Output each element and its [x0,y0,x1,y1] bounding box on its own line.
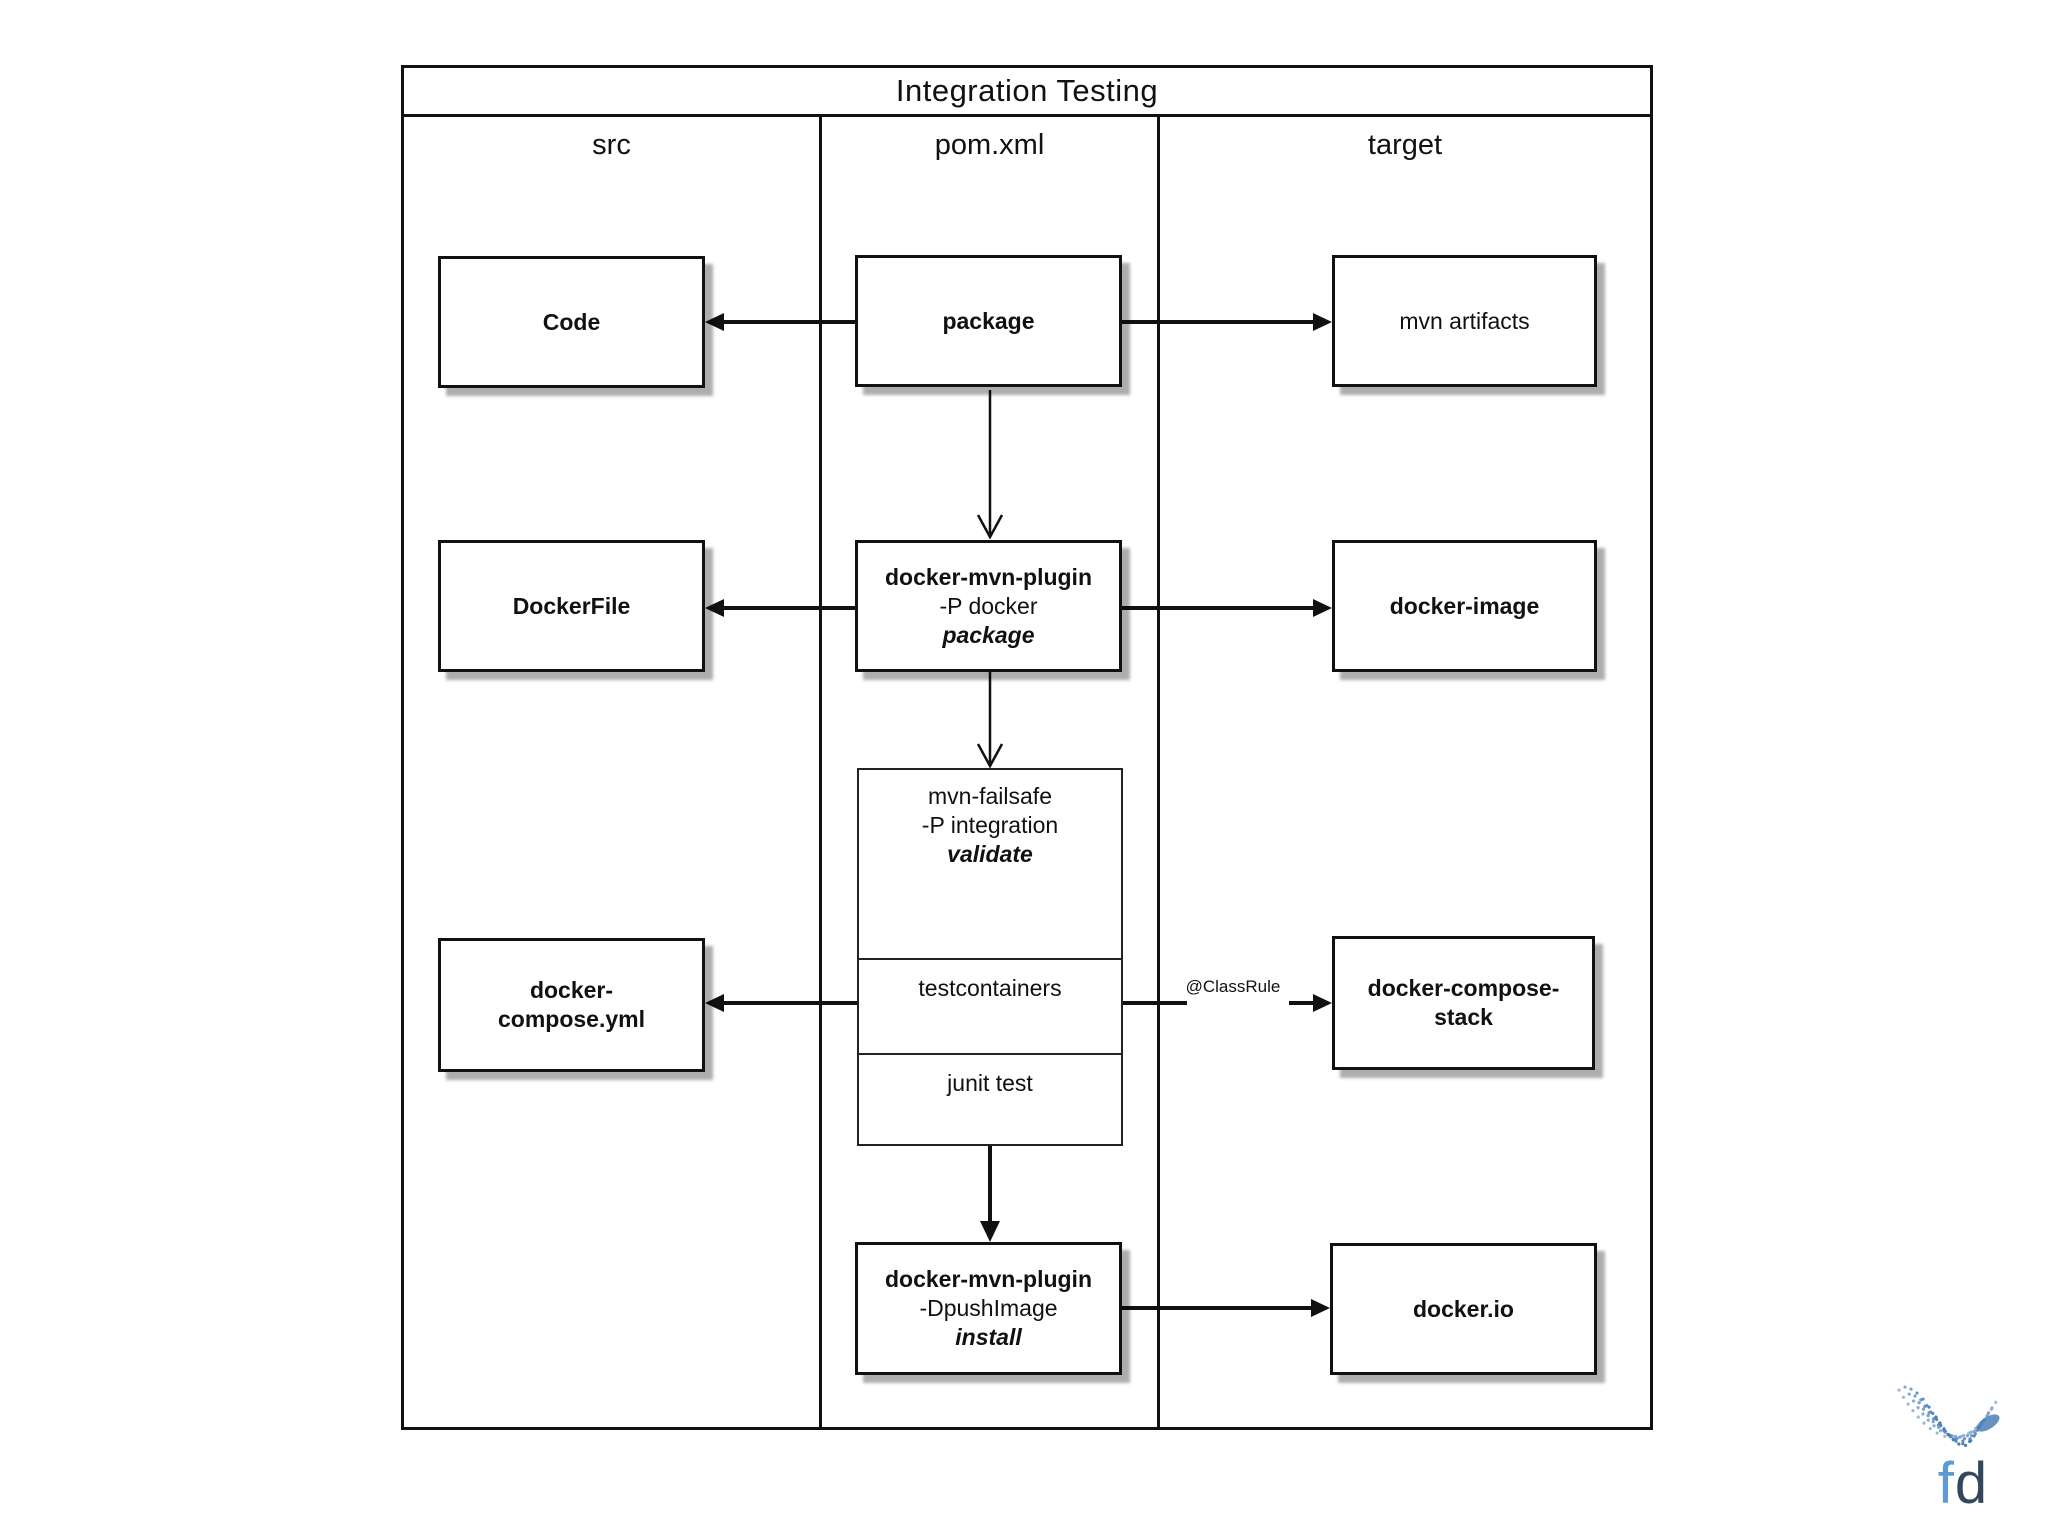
node-docker-image: docker-image [1332,540,1597,672]
node-package: package [855,255,1122,387]
testcontainers-label: testcontainers [918,975,1062,1001]
section-junit-test: junit test [859,1053,1121,1144]
compose-stack-line1: docker-compose- [1367,975,1560,1001]
columns-container: src pom.xml target [404,117,1650,1427]
node-dockerfile: DockerFile [438,540,705,672]
node-docker-compose-yml: docker- compose.yml [438,938,705,1072]
fd-logo-letter-f: f [1937,1451,1955,1516]
section-testcontainers: testcontainers [859,958,1121,1053]
compose-stack-line2: stack [1434,1004,1493,1030]
failsafe-profile: -P integration [921,812,1059,838]
node-mvn-artifacts: mvn artifacts [1332,255,1597,387]
column-pom: pom.xml [822,117,1160,1427]
section-mvn-failsafe: mvn-failsafe -P integration validate [859,770,1121,958]
failsafe-name: mvn-failsafe [928,783,1052,809]
node-package-label: package [942,307,1035,334]
node-code: Code [438,256,705,388]
node-code-label: Code [542,308,601,335]
fd-logo-text: fd [1928,1455,1998,1513]
plugin2-option: -DpushImage [919,1295,1058,1321]
fd-logo-letter-d: d [1954,1451,1989,1516]
node-docker-io: docker.io [1330,1243,1597,1375]
column-header-src: src [592,129,631,161]
node-docker-image-label: docker-image [1389,592,1540,619]
compose-yml-line2: compose.yml [498,1006,645,1032]
classrule-annotation: @ClassRule [1185,977,1281,996]
node-mvn-failsafe-stack: mvn-failsafe -P integration validate tes… [857,768,1123,1146]
node-dockerfile-label: DockerFile [512,592,631,619]
failsafe-goal: validate [947,841,1033,867]
node-mvn-artifacts-label: mvn artifacts [1399,307,1530,334]
node-docker-io-label: docker.io [1413,1295,1514,1322]
plugin2-name: docker-mvn-plugin [884,1266,1092,1292]
node-docker-mvn-plugin-package: docker-mvn-plugin -P docker package [855,540,1122,672]
node-docker-mvn-plugin-install: docker-mvn-plugin -DpushImage install [855,1242,1122,1375]
column-src: src [404,117,822,1427]
column-header-pom: pom.xml [934,129,1045,161]
plugin2-goal: install [955,1324,1022,1350]
plugin1-goal: package [942,621,1035,648]
fd-logo-swoosh-icon [1897,1385,2000,1448]
compose-yml-line1: docker- [529,977,614,1003]
column-target: target [1160,117,1650,1427]
junit-test-label: junit test [947,1070,1033,1096]
node-docker-compose-stack: docker-compose- stack [1332,936,1595,1070]
plugin1-profile: -P docker [939,592,1038,619]
column-header-target: target [1367,129,1443,161]
diagram-title: Integration Testing [404,68,1650,117]
plugin1-name: docker-mvn-plugin [884,563,1092,590]
